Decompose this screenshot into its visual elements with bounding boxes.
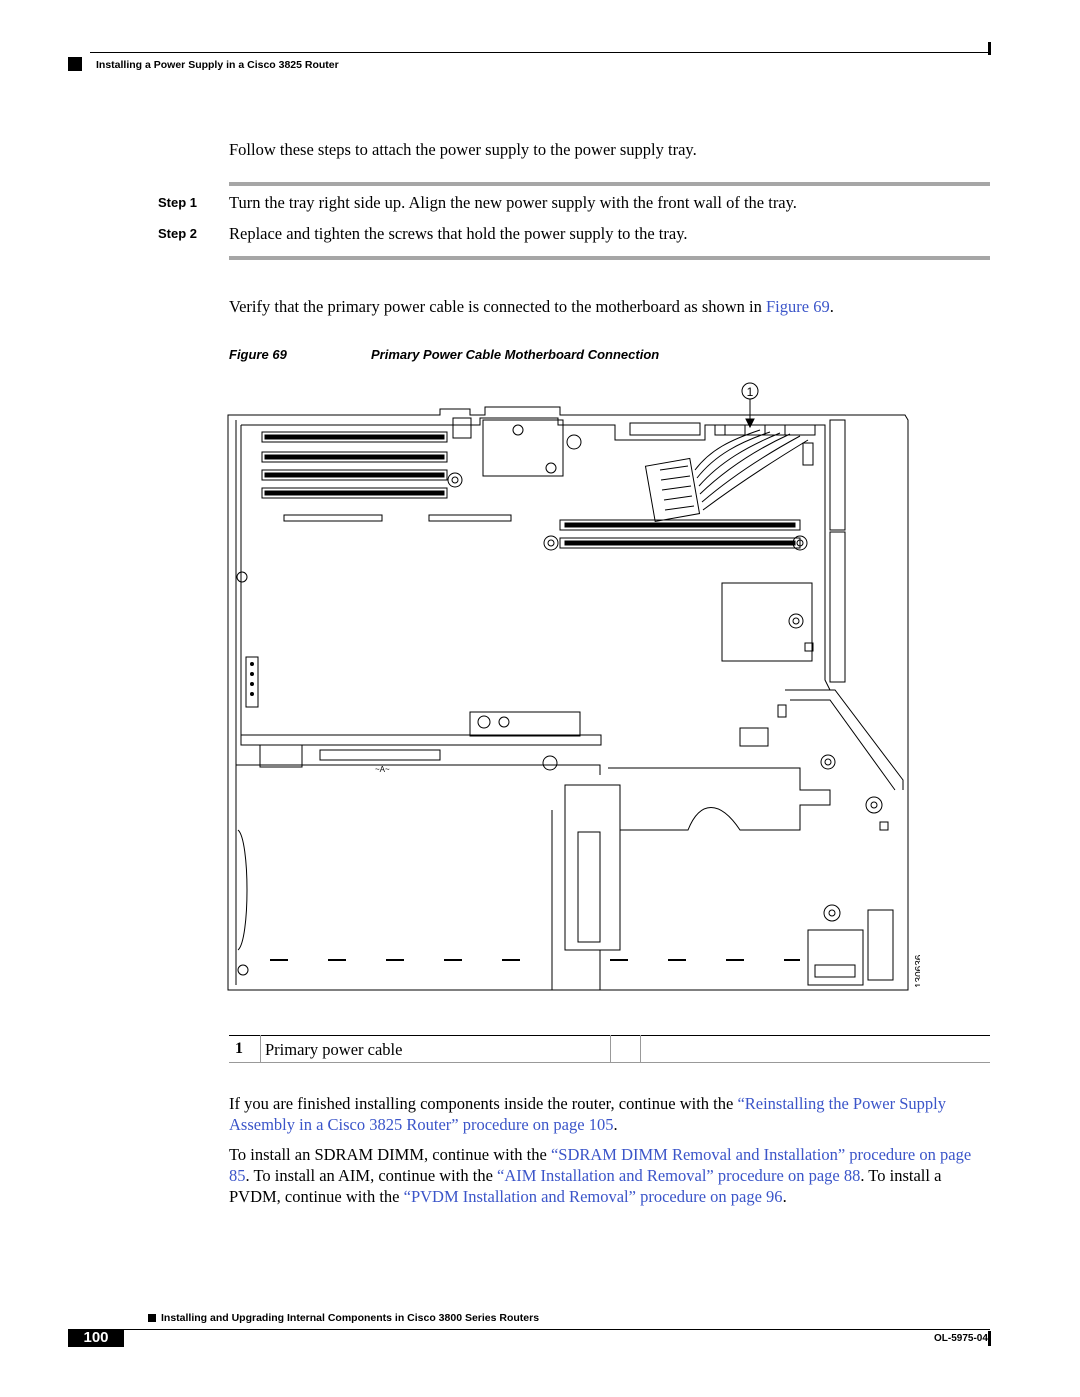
next-steps-text-2: . To install an AIM, continue with the: [245, 1166, 498, 1185]
figure-number: Figure 69: [229, 347, 287, 362]
footer-tick: [988, 1331, 991, 1346]
pvdm-link[interactable]: “PVDM Installation and Removal” procedur…: [403, 1187, 783, 1206]
svg-text:1: 1: [747, 385, 754, 399]
power-connector: [644, 457, 701, 522]
document-id: OL-5975-04: [934, 1333, 988, 1344]
next-steps-text-4: .: [782, 1187, 787, 1206]
reinstall-paragraph: If you are finished installing component…: [229, 1093, 989, 1135]
footer-rule: [124, 1329, 990, 1330]
callout-1: 1: [741, 382, 759, 429]
legend-divider-3: [640, 1035, 641, 1063]
aim-link[interactable]: “AIM Installation and Removal” procedure…: [497, 1166, 861, 1185]
next-steps-paragraph: To install an SDRAM DIMM, continue with …: [229, 1144, 989, 1207]
page-number: 100: [68, 1329, 124, 1347]
footer-marker: [148, 1314, 156, 1322]
header-marker: [68, 57, 82, 71]
legend-top-rule: [229, 1035, 990, 1036]
steps-bottom-rule: [229, 256, 990, 260]
step-2-label: Step 2: [158, 226, 198, 241]
step-1-label: Step 1: [158, 195, 198, 210]
legend-divider-1: [260, 1035, 261, 1063]
memory-slots-left: [261, 431, 448, 499]
verify-paragraph: Verify that the primary power cable is c…: [229, 296, 989, 317]
header-tick: [988, 42, 991, 55]
reinstall-suffix: .: [613, 1115, 618, 1134]
figure-image-id: 130636: [914, 954, 920, 988]
legend-divider-2: [610, 1035, 611, 1063]
step-2-text: Replace and tighten the screws that hold…: [229, 224, 688, 243]
board-label: ~A~: [375, 765, 390, 774]
primary-power-cable: [694, 424, 816, 511]
legend-item-number: 1: [235, 1040, 243, 1057]
motherboard-illustration: ~A~ 1 130636: [227, 382, 920, 991]
next-steps-text-3: . To install a PVDM, continue with the: [229, 1166, 942, 1206]
intro-paragraph: Follow these steps to attach the power s…: [229, 140, 697, 159]
step-1-text: Turn the tray right side up. Align the n…: [229, 193, 797, 212]
legend-item-label: Primary power cable: [265, 1040, 403, 1059]
reinstall-link[interactable]: “Reinstalling the Power Supply Assembly …: [229, 1094, 946, 1134]
steps-top-rule: [229, 182, 990, 186]
verify-suffix: .: [829, 297, 834, 316]
figure-title: Primary Power Cable Motherboard Connecti…: [371, 347, 660, 362]
figure-69-link[interactable]: Figure 69: [766, 297, 830, 316]
legend-bottom-rule: [229, 1062, 990, 1063]
reinstall-text: If you are finished installing component…: [229, 1094, 738, 1113]
book-title: Installing and Upgrading Internal Compon…: [161, 1312, 540, 1324]
sdram-link[interactable]: “SDRAM DIMM Removal and Installation” pr…: [229, 1145, 972, 1185]
header-rule: [90, 52, 990, 53]
next-steps-text-1: To install an SDRAM DIMM, continue with …: [229, 1145, 551, 1164]
verify-text: Verify that the primary power cable is c…: [229, 297, 766, 316]
running-header: Installing a Power Supply in a Cisco 382…: [96, 59, 339, 71]
